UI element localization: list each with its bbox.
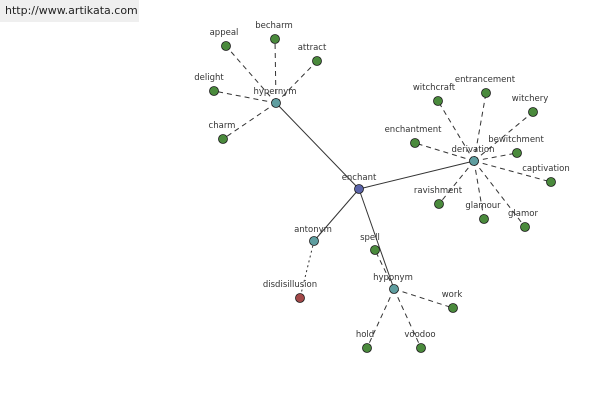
- edge-derivation-bewitchment: [473, 152, 518, 162]
- word-node-glamor[interactable]: [520, 222, 530, 232]
- edge-derivation-captivation: [473, 160, 552, 183]
- edge-hypernym-appeal: [225, 45, 277, 104]
- edge-hyponym-spell: [374, 249, 395, 290]
- edge-root-hypernym: [275, 102, 360, 190]
- edge-derivation-witchery: [473, 111, 534, 162]
- word-node-entrancement[interactable]: [481, 88, 491, 98]
- relation-label-hyponym: hyponym: [373, 273, 413, 283]
- word-label-appeal: appeal: [210, 28, 239, 38]
- edge-derivation-ravishment: [438, 160, 475, 205]
- word-node-charm[interactable]: [218, 134, 228, 144]
- root-label: enchant: [342, 173, 377, 183]
- word-node-becharm[interactable]: [270, 34, 280, 44]
- url-banner: http://www.artikata.com: [0, 0, 139, 22]
- word-node-witchcraft[interactable]: [433, 96, 443, 106]
- word-node-ravishment[interactable]: [434, 199, 444, 209]
- edge-derivation-witchcraft: [437, 100, 475, 162]
- edge-hyponym-hold: [366, 288, 395, 349]
- relation-node-hypernym[interactable]: [271, 98, 281, 108]
- edge-hyponym-work: [393, 288, 454, 309]
- word-node-bewitchment[interactable]: [512, 148, 522, 158]
- nodes-layer: [209, 34, 556, 353]
- word-node-hold[interactable]: [362, 343, 372, 353]
- word-node-delight[interactable]: [209, 86, 219, 96]
- word-label-becharm: becharm: [255, 21, 293, 31]
- relation-node-hyponym[interactable]: [389, 284, 399, 294]
- relation-label-derivation: derivation: [451, 145, 494, 155]
- edge-hypernym-charm: [222, 102, 277, 140]
- relation-label-hypernym: hypernym: [253, 87, 296, 97]
- word-node-enchantment[interactable]: [410, 138, 420, 148]
- edge-derivation-glamor: [473, 160, 526, 228]
- edge-root-hyponym: [358, 188, 395, 290]
- word-label-spell: spell: [360, 233, 380, 243]
- word-node-voodoo[interactable]: [416, 343, 426, 353]
- word-label-witchery: witchery: [512, 94, 548, 104]
- word-label-disdisillusion: disdisillusion: [263, 280, 317, 290]
- word-node-work[interactable]: [448, 303, 458, 313]
- word-label-enchantment: enchantment: [385, 125, 443, 135]
- word-label-glamor: glamor: [508, 209, 538, 219]
- word-label-work: work: [442, 290, 463, 300]
- word-label-glamour: glamour: [465, 201, 501, 211]
- word-node-appeal[interactable]: [221, 41, 231, 51]
- relation-node-antonym[interactable]: [309, 236, 319, 246]
- word-label-entrancement: entrancement: [455, 75, 516, 85]
- edge-derivation-glamour: [473, 160, 485, 220]
- word-label-charm: charm: [209, 121, 236, 131]
- word-label-bewitchment: bewitchment: [488, 135, 544, 145]
- edge-derivation-entrancement: [473, 92, 487, 162]
- word-label-witchcraft: witchcraft: [413, 83, 456, 93]
- word-node-glamour[interactable]: [479, 214, 489, 224]
- edge-hypernym-delight: [213, 90, 277, 104]
- relation-node-derivation[interactable]: [469, 156, 479, 166]
- edge-root-antonym: [313, 188, 360, 242]
- edge-hyponym-voodoo: [393, 288, 422, 349]
- word-node-witchery[interactable]: [528, 107, 538, 117]
- edge-hypernym-attract: [275, 60, 318, 104]
- word-label-voodoo: voodoo: [404, 330, 435, 340]
- edge-derivation-enchantment: [414, 142, 475, 162]
- edges-layer: [213, 38, 552, 349]
- word-label-delight: delight: [194, 73, 224, 83]
- relation-label-antonym: antonym: [294, 225, 332, 235]
- word-node-spell[interactable]: [370, 245, 380, 255]
- edge-hypernym-becharm: [274, 38, 277, 104]
- edge-root-derivation: [358, 160, 475, 190]
- word-label-captivation: captivation: [522, 164, 570, 174]
- word-label-ravishment: ravishment: [414, 186, 463, 196]
- word-node-attract[interactable]: [312, 56, 322, 66]
- word-node-captivation[interactable]: [546, 177, 556, 187]
- site-url[interactable]: http://www.artikata.com: [5, 4, 138, 17]
- root-node[interactable]: [354, 184, 364, 194]
- word-node-disdisillusion[interactable]: [295, 293, 305, 303]
- word-label-attract: attract: [298, 43, 327, 53]
- labels-layer: appeal becharm attract delight charm hypernym…: [194, 21, 569, 340]
- word-label-hold: hold: [356, 330, 374, 340]
